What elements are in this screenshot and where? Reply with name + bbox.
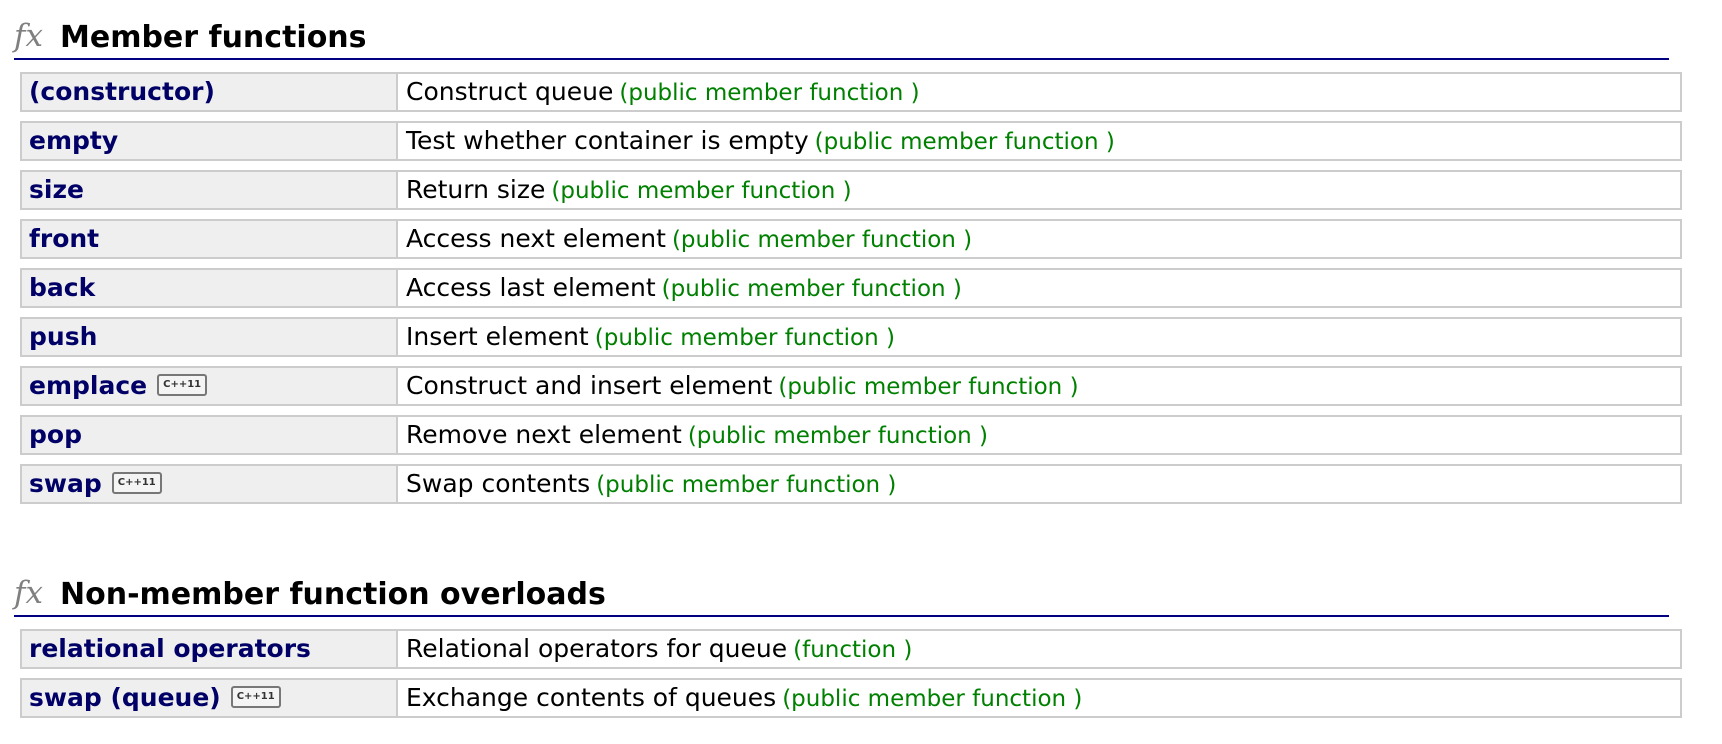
- function-name-cell: (constructor): [22, 74, 398, 110]
- function-description: Return size: [406, 175, 546, 204]
- function-description: Insert element: [406, 322, 589, 351]
- table-row: (constructor) Construct queue(public memb…: [20, 72, 1682, 112]
- function-name-link[interactable]: (constructor): [29, 77, 215, 106]
- function-kind: (public member function ): [782, 686, 1083, 712]
- function-description-cell: Remove next element(public member functi…: [406, 417, 988, 453]
- function-description: Relational operators for queue: [406, 634, 788, 663]
- non-member-functions-table: relational operators Relational operators…: [20, 629, 1682, 718]
- function-name-cell: emplace C++11: [22, 368, 398, 404]
- function-name-link[interactable]: push: [29, 322, 98, 351]
- member-functions-table: (constructor)Construct queue(public memb…: [20, 72, 1682, 504]
- function-kind: (public member function ): [551, 178, 852, 204]
- member-functions-section: fx Member functions (constructor) Constru…: [0, 18, 1722, 513]
- table-row: swap (queue) C++11 Exchange contents of qu…: [20, 678, 1682, 718]
- function-name-link[interactable]: back: [29, 273, 96, 302]
- table-row: push Insert element(public member functio…: [20, 317, 1682, 357]
- table-row: relational operators Relational operators…: [20, 629, 1682, 669]
- section-title: Member functions: [60, 20, 367, 55]
- function-description: Exchange contents of queues: [406, 683, 777, 712]
- table-row: back Access last element(public member fu…: [20, 268, 1682, 308]
- function-kind: (public member function ): [596, 472, 897, 498]
- function-name-link[interactable]: emplace: [29, 371, 148, 400]
- function-description-cell: Exchange contents of queues(public membe…: [406, 680, 1082, 716]
- function-description: Construct and insert element: [406, 371, 773, 400]
- table-row: swap C++11 Swap contents(public member fun…: [20, 464, 1682, 504]
- non-member-functions-section: fx Non-member function overloads relatio…: [0, 575, 1722, 727]
- function-name-cell: swap (queue) C++11: [22, 680, 398, 716]
- section-header: fx Non-member function overloads: [14, 575, 1669, 617]
- function-description-cell: Return size(public member function ): [406, 172, 852, 208]
- function-kind: (public member function ): [671, 227, 973, 253]
- function-description: Test whether container is empty: [406, 126, 809, 155]
- function-name-cell: front: [22, 221, 398, 257]
- function-name-link[interactable]: relational operators: [29, 634, 311, 663]
- function-name-link[interactable]: swap (queue): [29, 683, 221, 712]
- function-kind: (public member function ): [778, 374, 1079, 400]
- table-row: size Return size(public member function ): [20, 170, 1682, 210]
- function-kind: (public member function ): [687, 423, 989, 449]
- function-name-cell: size: [22, 172, 398, 208]
- function-description: Access next element: [406, 224, 666, 253]
- function-description-cell: Swap contents(public member function ): [406, 466, 896, 502]
- table-row: pop Remove next element(public member fun…: [20, 415, 1682, 455]
- function-kind: (function ): [793, 637, 913, 663]
- section-header: fx Member functions: [14, 18, 1669, 60]
- function-description: Swap contents: [406, 469, 591, 498]
- table-row: emplace C++11 Construct and insert element…: [20, 366, 1682, 406]
- cpp11-badge: C++11: [111, 472, 162, 494]
- function-description-cell: Insert element(public member function ): [406, 319, 895, 355]
- function-name-link[interactable]: swap: [29, 469, 102, 498]
- table-row: empty Test whether container is empty(pub…: [20, 121, 1682, 161]
- cpp11-badge: C++11: [157, 374, 208, 396]
- function-description: Access last element: [406, 273, 656, 302]
- function-description-cell: Test whether container is empty(public m…: [406, 123, 1115, 159]
- function-name-cell: pop: [22, 417, 398, 453]
- function-kind: (public member function ): [814, 129, 1115, 155]
- function-name-cell: empty: [22, 123, 398, 159]
- function-kind: (public member function ): [661, 276, 962, 302]
- function-name-cell: relational operators: [22, 631, 398, 667]
- table-row: front Access next element(public member f…: [20, 219, 1682, 259]
- function-description-cell: Access next element(public member functi…: [406, 221, 972, 257]
- function-description-cell: Construct queue(public member function ): [406, 74, 920, 110]
- function-description-cell: Construct and insert element(public memb…: [406, 368, 1079, 404]
- section-title: Non-member function overloads: [60, 577, 606, 612]
- function-name-cell: swap C++11: [22, 466, 398, 502]
- function-description: Remove next element: [406, 420, 682, 449]
- function-kind: (public member function ): [594, 325, 895, 351]
- function-description-cell: Access last element(public member functi…: [406, 270, 962, 306]
- fx-icon: fx: [14, 18, 43, 54]
- function-description: Construct queue: [406, 77, 614, 106]
- function-name-link[interactable]: empty: [29, 126, 119, 155]
- function-kind: (public member function ): [619, 80, 920, 106]
- function-name-link[interactable]: front: [29, 224, 100, 253]
- function-name-cell: push: [22, 319, 398, 355]
- function-name-link[interactable]: pop: [29, 420, 82, 449]
- fx-icon: fx: [14, 575, 43, 611]
- function-description-cell: Relational operators for queue(function …: [406, 631, 912, 667]
- cpp11-badge: C++11: [230, 686, 281, 708]
- function-name-cell: back: [22, 270, 398, 306]
- function-name-link[interactable]: size: [29, 175, 84, 204]
